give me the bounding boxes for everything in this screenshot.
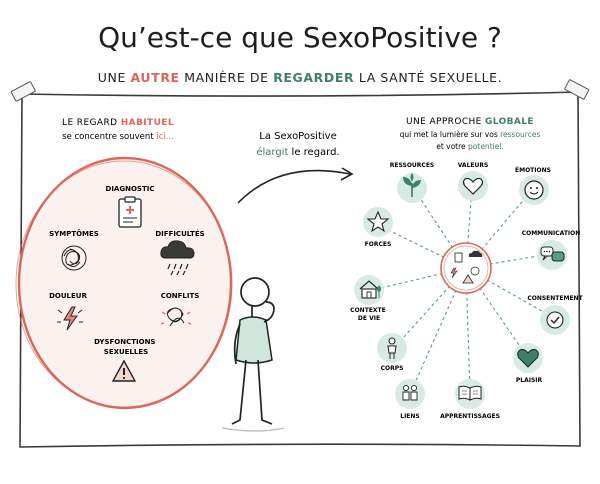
warning-icon xyxy=(111,359,137,382)
left-heading: LE REGARD HABITUEL se concentre souvent … xyxy=(62,118,174,142)
svg-text:et votre potentiel.: et votre potentiel. xyxy=(436,142,504,151)
middle-caption: La SexoPositive élargit le regard. xyxy=(256,131,339,158)
subtitle: UNE AUTRE MANIÈRE DE REGARDER LA SANTÉ S… xyxy=(98,70,502,85)
label-conflits: CONFLITS xyxy=(161,292,200,300)
label-apprentissages: APPRENTISSAGES xyxy=(440,413,500,420)
label-symptomes: SYMPTÔMES xyxy=(49,229,99,238)
person-icon xyxy=(377,333,407,363)
clipboard-icon xyxy=(118,196,142,228)
svg-text:LE REGARD HABITUEL: LE REGARD HABITUEL xyxy=(62,118,174,128)
label-communication: COMMUNICATION xyxy=(522,230,581,237)
check-icon xyxy=(540,305,570,335)
expand-arrowhead xyxy=(340,167,354,181)
label-contexte-de-vie: CONTEXTE DE VIE xyxy=(350,307,388,322)
house-icon xyxy=(354,275,384,305)
speech-bubbles-icon xyxy=(537,240,567,270)
usual-gaze-oval-sketch xyxy=(15,160,233,408)
lightning-icon xyxy=(57,306,83,331)
label-douleur: DOULEUR xyxy=(49,292,87,300)
usual-gaze-oval xyxy=(17,156,233,410)
main-title: Qu’est-ce que SexoPositive ? xyxy=(98,21,502,54)
book-icon xyxy=(455,379,485,409)
svg-text:qui met la lumière sur vos res: qui met la lumière sur vos ressources xyxy=(400,130,541,139)
tape-top-right xyxy=(564,79,590,100)
svg-text:se concentre souvent ici...: se concentre souvent ici... xyxy=(62,132,174,142)
heart-filled-icon xyxy=(513,343,543,373)
label-difficultes: DIFFICULTÉS xyxy=(155,229,204,238)
plant-icon xyxy=(397,173,427,203)
label-diagnostic: DIAGNOSTIC xyxy=(106,185,155,193)
label-corps: CORPS xyxy=(381,365,404,372)
expand-arrow xyxy=(237,169,351,204)
scribble-icon xyxy=(61,245,87,271)
label-ressources: RESSOURCES xyxy=(390,162,435,169)
smiley-icon xyxy=(519,175,549,205)
label-forces: FORCES xyxy=(365,241,392,248)
svg-text:élargit le regard.: élargit le regard. xyxy=(256,146,339,158)
label-consentement: CONSENTEMENT xyxy=(527,295,583,302)
svg-text:UNE APPROCHE GLOBALE: UNE APPROCHE GLOBALE xyxy=(406,117,534,127)
label-emotions: ÉMOTIONS xyxy=(515,166,551,174)
storm-cloud-icon xyxy=(160,240,195,276)
label-dysfonctions: DYSFONCTIONS SEXUELLES xyxy=(94,338,158,356)
ground-shadow xyxy=(221,427,285,432)
label-plaisir: PLAISIR xyxy=(516,377,543,384)
tape-top-left xyxy=(10,81,36,102)
label-liens: LIENS xyxy=(400,413,420,420)
svg-text:La SexoPositive: La SexoPositive xyxy=(259,131,336,142)
heart-icon xyxy=(458,171,488,201)
center-hub xyxy=(440,242,492,294)
label-valeurs: VALEURS xyxy=(458,162,489,169)
people-icon xyxy=(395,379,425,409)
tangle-icon xyxy=(160,307,192,327)
right-heading: UNE APPROCHE GLOBALE qui met la lumière … xyxy=(400,117,541,151)
star-icon xyxy=(363,207,393,237)
stick-figure xyxy=(231,277,275,425)
